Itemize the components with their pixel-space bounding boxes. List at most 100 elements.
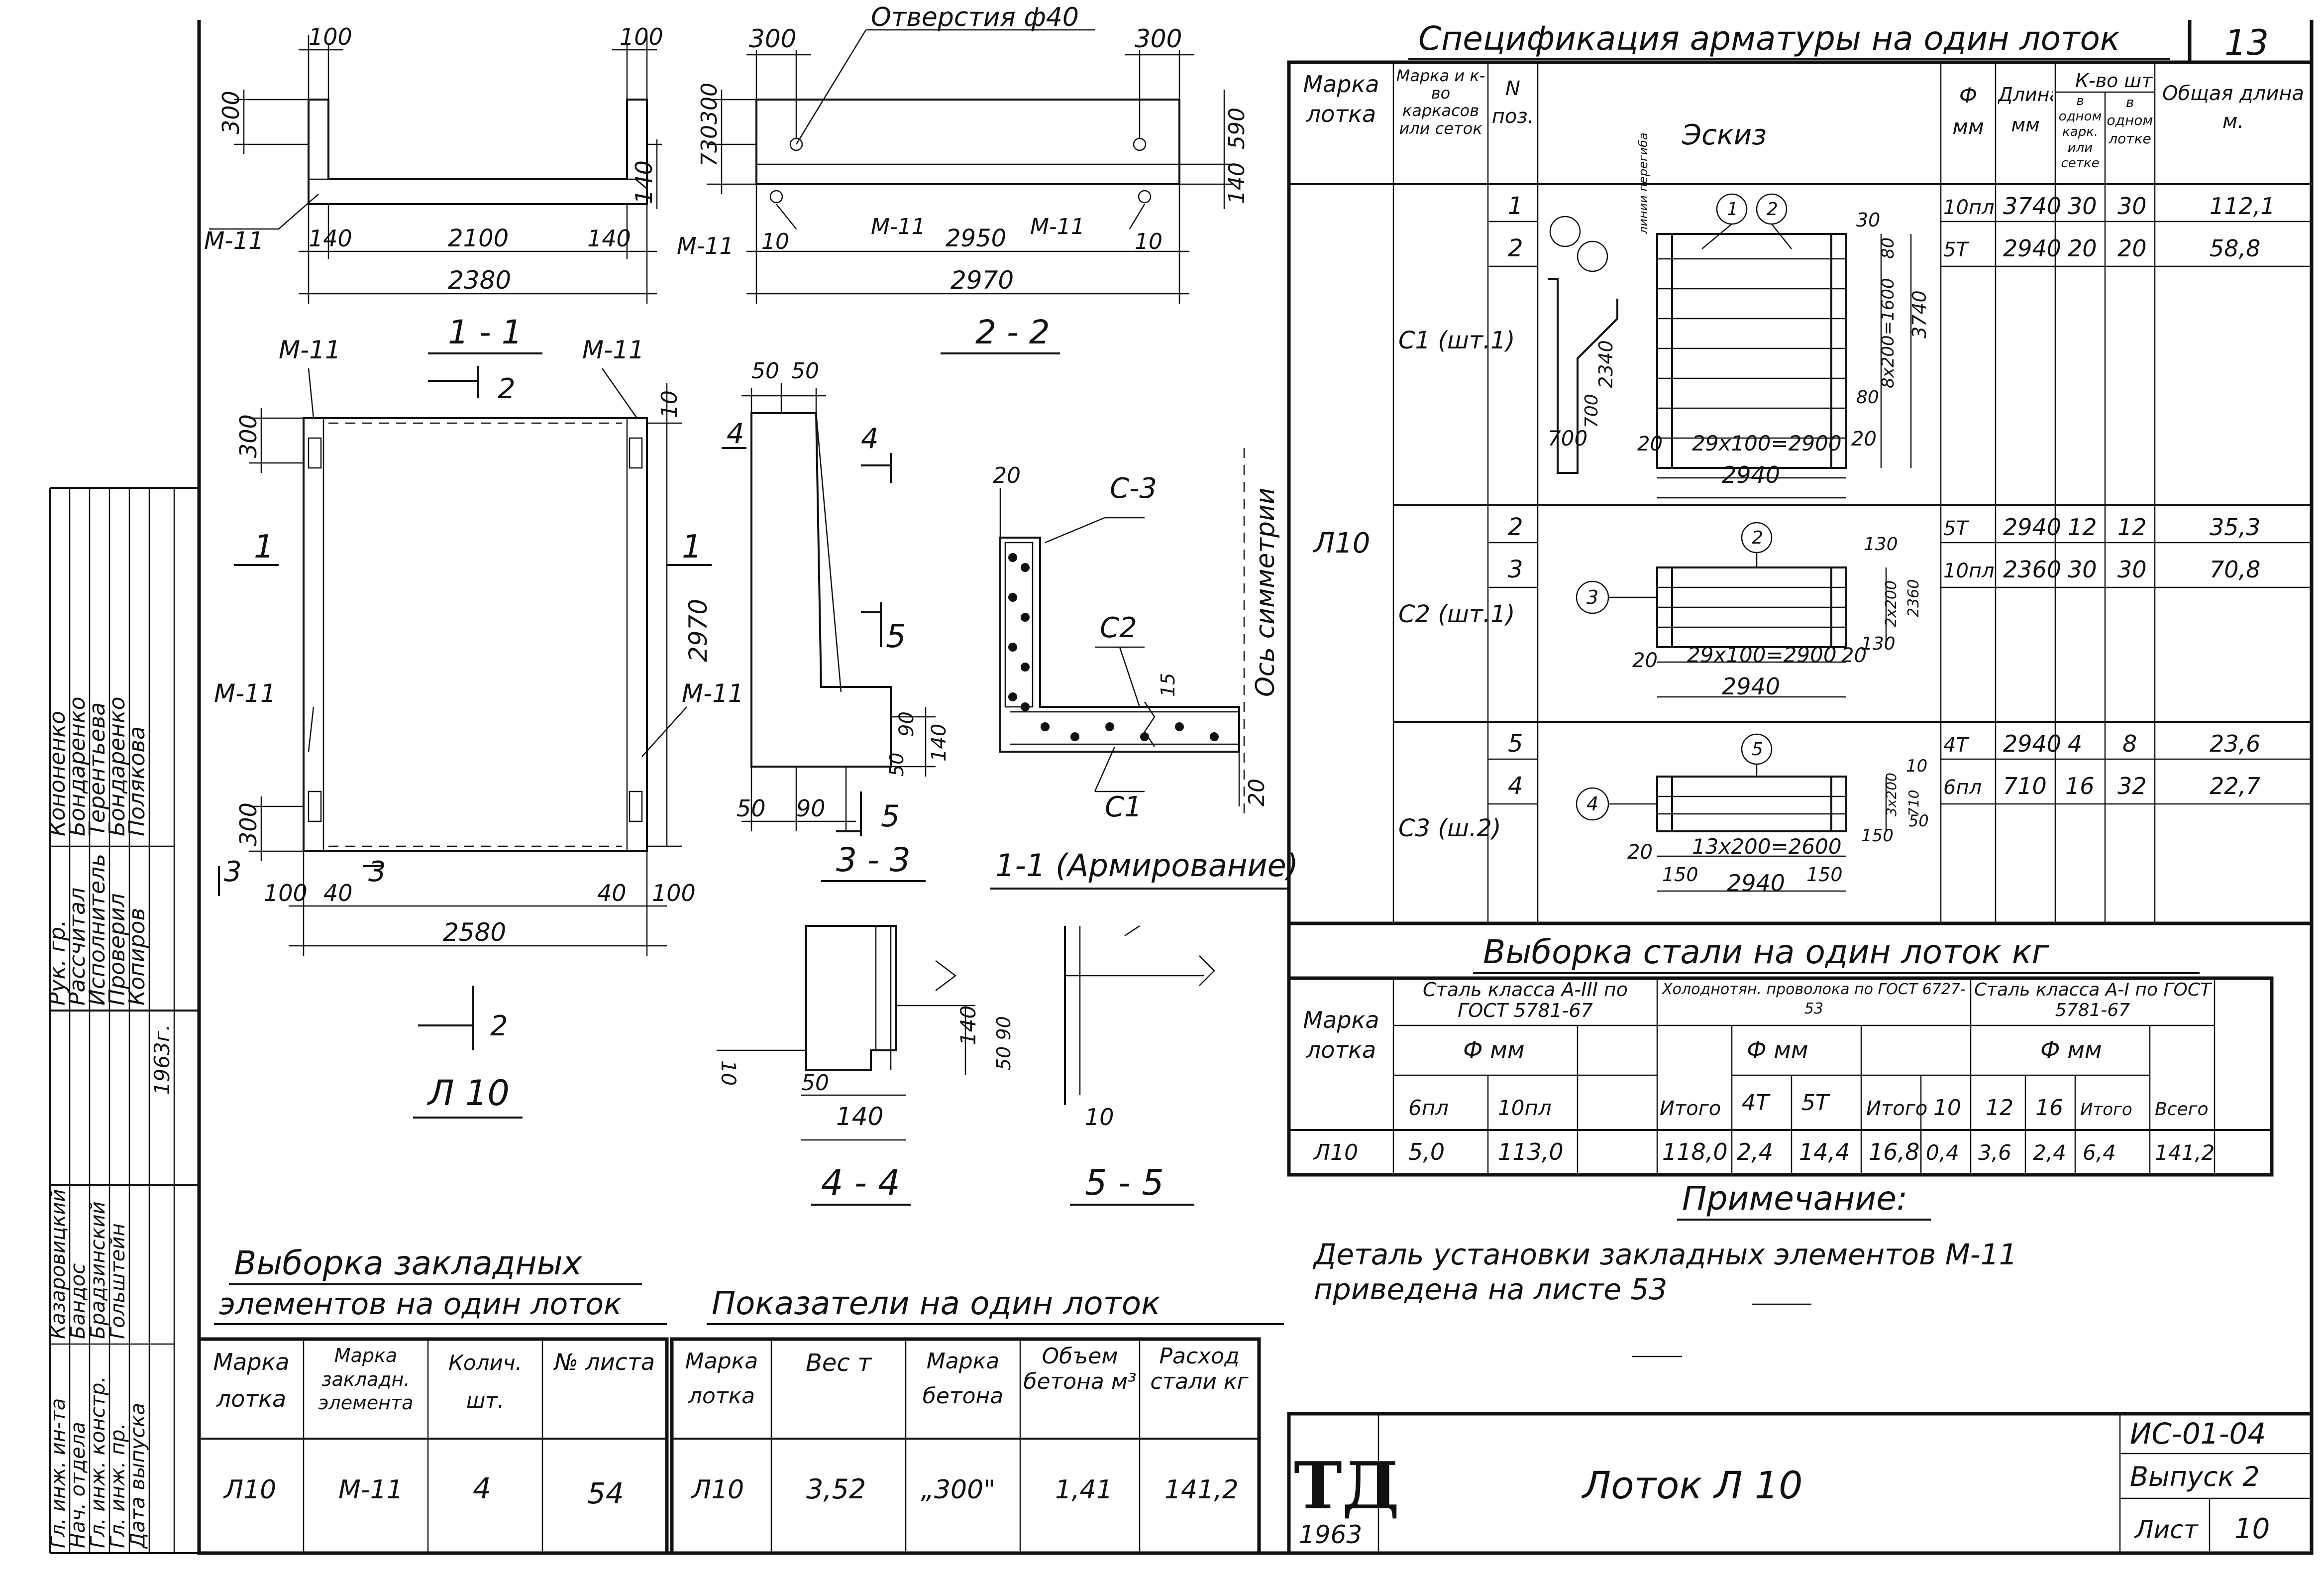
steel-sub: 10пл [1498, 1096, 1552, 1120]
dim-140-v: 140 [1224, 162, 1250, 204]
arm-title: 1-1 (Армирование) [995, 847, 1298, 884]
view-2-2: 300 Отверстия ф40 300 300 730 590 140 M-… [677, 2, 1250, 354]
sk2-d2x200: 2x200 [1883, 580, 1900, 627]
v33-dim-90-b: 90 [796, 795, 826, 822]
title-block: ТД 1963 Лоток Л 10 ИС-01-04 Выпуск 2 Лис… [1287, 1412, 2314, 1555]
sk1-d20b: 20 [1851, 428, 1877, 451]
view-5-5: 10 5 - 5 [1064, 925, 1215, 1206]
v44-dim-140-b: 140 [836, 1102, 883, 1131]
side-name-3: Терентьева [85, 702, 110, 836]
plan-dim-40-a: 40 [323, 880, 353, 906]
spec-dia: 10пл [1943, 560, 1995, 582]
label-m11-c: M-11 [1030, 214, 1085, 239]
indicators-row: Л10 [691, 1475, 744, 1505]
arm-label-c1: С1 [1105, 791, 1142, 823]
arm-dim-15: 15 [1157, 673, 1179, 697]
steel-row: 16,8 [1869, 1138, 1919, 1165]
sk1-c2: 2 [1767, 199, 1778, 220]
plan-cut-1-left: 1 [254, 529, 274, 565]
steel-row: 14,4 [1799, 1138, 1850, 1165]
side-name-5: Полякова [124, 726, 150, 836]
side-name-b2: Бандос [67, 1263, 90, 1339]
sk1-d20a: 20 [1637, 433, 1663, 455]
steel-title: Выборка стали на один лоток кг [1483, 933, 2049, 971]
spec-dia: 5Т [1943, 517, 1970, 540]
spec-dia: 4Т [1943, 734, 1970, 757]
spec-total: 70,8 [2210, 556, 2260, 583]
plan-dim-300-b: 300 [235, 802, 262, 846]
embedded-row: М-11 [338, 1475, 403, 1505]
spec-length: 710 [2003, 773, 2047, 799]
spec-dia: 5Т [1943, 238, 1970, 261]
plan-dim-10: 10 [657, 390, 682, 418]
side-role-5: Копиров [124, 908, 150, 1006]
sk3-d50: 50 [1908, 811, 1929, 830]
plan-m11-left: M-11 [214, 679, 276, 708]
spec-pos: 1 [1508, 192, 1523, 220]
title-issue: Выпуск 2 [2130, 1461, 2260, 1492]
label-m11-a: M-11 [677, 232, 734, 259]
plan-dim-2970: 2970 [684, 599, 713, 662]
note-title: Примечание: [1682, 1179, 1907, 1218]
spec-length: 3740 [2003, 193, 2061, 220]
arm-label-c3: С-3 [1110, 472, 1157, 505]
embedded-h-element: Марка закладн. элемента [318, 1345, 414, 1414]
plan-cut-2-bottom: 2 [490, 1010, 508, 1042]
side-role-3: Исполнитель [85, 854, 110, 1006]
indicators-row: 1,41 [1055, 1475, 1113, 1505]
sk3-d150: 150 [1861, 826, 1894, 846]
dim-300: 300 [217, 91, 244, 134]
spec-q2: 20 [2117, 235, 2147, 262]
steel-row: 141,2 [2155, 1140, 2215, 1165]
v33-cut-5: 5 [886, 618, 906, 655]
sk1-c1: 1 [1727, 199, 1738, 220]
sk2-d130b: 130 [1861, 634, 1896, 654]
indicators-row: 3,52 [806, 1473, 866, 1505]
spec-length: 2940 [2003, 235, 2061, 262]
spec-q2: 12 [2117, 514, 2147, 541]
stamp-sheet-code: 13 [2224, 22, 2269, 63]
indicators-h-concrete: Марка бетона [923, 1349, 1004, 1409]
steel-h-dia-a1: Ф мм [2040, 1036, 2102, 1063]
embedded-row: 54 [587, 1476, 624, 1510]
plan-dim-300: 300 [235, 414, 262, 458]
sk1-d8x200: 8x200=1600 [1878, 278, 1898, 388]
v33-dim-50-d: 50 [737, 795, 766, 822]
v44-dim-10: 10 [717, 1060, 739, 1086]
spec-q2: 8 [2122, 730, 2137, 757]
sketch-c2: 130 2x200 2360 130 20 29x100=2900 20 294… [1576, 522, 1922, 700]
steel-sub: 6пл [1408, 1096, 1449, 1120]
sketch-c3: 10 3x200 710 50 150 20 13x200=2600 150 2… [1576, 733, 1929, 897]
title-sheet-number: 10 [2234, 1513, 2270, 1545]
steel-sub: 4Т [1742, 1090, 1771, 1116]
plan-cut-1-right: 1 [682, 529, 702, 565]
sk1-d80: 80 [1878, 237, 1898, 259]
sk3-d150b: 150 [1806, 864, 1843, 886]
dim-2970: 2970 [951, 266, 1014, 295]
spec-frame-c1: С1 (шт.1) [1398, 327, 1515, 354]
v33-cut-5-b: 5 [881, 799, 900, 834]
spec-q2: 30 [2117, 556, 2147, 583]
spec-pos: 5 [1508, 730, 1523, 758]
v44-dim-50: 50 [801, 1070, 829, 1096]
steel-sub: Итого [1660, 1097, 1721, 1120]
side-role-2: Рассчитал [65, 888, 90, 1006]
embedded-title-1: Выборка закладных [234, 1244, 583, 1282]
v33-dim-50-a: 50 [751, 358, 779, 384]
dim-100-right: 100 [620, 23, 663, 50]
steel-h-dia-cold: Ф мм [1747, 1036, 1808, 1063]
side-name-4: Бондаренко [105, 696, 130, 836]
indicators-table: Показатели на один лоток Марка лотка Вес… [670, 1285, 1284, 1555]
spec-h-qty: К-во шт [2075, 70, 2153, 92]
sk1-d2340: 2340 [1595, 340, 1617, 388]
sk1-d30: 30 [1856, 209, 1880, 231]
sk1-d700: 700 [1582, 394, 1602, 428]
spec-total: 112,1 [2210, 193, 2275, 220]
steel-row: 118,0 [1662, 1138, 1728, 1165]
spec-q1: 30 [2068, 193, 2097, 220]
side-role-b4: Гл. инж. пр. [106, 1423, 129, 1548]
steel-h-mark: Марка лотка [1303, 1007, 1379, 1063]
spec-total: 58,8 [2210, 235, 2260, 262]
plan-dim-2580: 2580 [443, 918, 506, 947]
dim-140a: 140 [309, 225, 352, 252]
